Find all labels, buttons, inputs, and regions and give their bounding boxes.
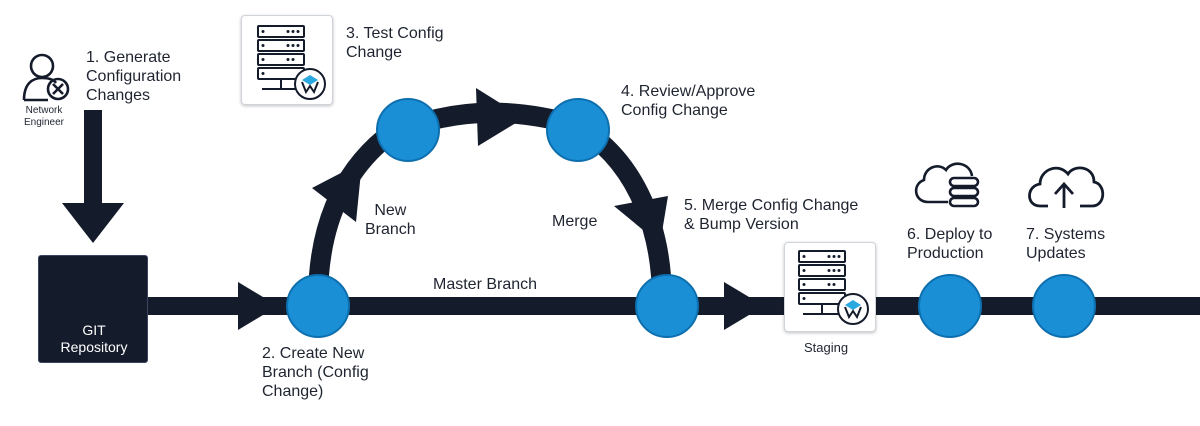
node-merge	[635, 274, 699, 338]
engineer-label: Network Engineer	[23, 105, 65, 128]
git-repository-label: GIT Repository	[60, 322, 128, 355]
master-branch-label: Master Branch	[433, 276, 538, 293]
staging-server-card	[784, 242, 876, 332]
test-server-card	[241, 15, 333, 105]
engineer-icon	[22, 53, 70, 102]
step-2-label: 2. Create New Branch (Config Change)	[262, 345, 369, 400]
staging-label: Staging	[804, 340, 849, 355]
server-icon	[798, 250, 869, 325]
master-arrow-2	[724, 282, 764, 330]
server-icon	[257, 25, 326, 100]
top-arrowhead	[476, 88, 524, 146]
node-systems	[1032, 274, 1096, 338]
badge-logo-icon	[294, 68, 326, 100]
merge-label: Merge	[552, 213, 598, 230]
node-deploy	[918, 274, 982, 338]
new-branch-label: New Branch	[365, 202, 416, 238]
master-arrow-1	[238, 282, 278, 330]
down-arrow-shaft	[84, 110, 102, 206]
badge-logo-icon	[837, 293, 869, 325]
new-branch-arrowhead	[312, 162, 362, 222]
cloud-database-icon	[914, 162, 980, 208]
cloud-upload-icon	[1028, 166, 1105, 208]
merge-arrowhead	[614, 196, 668, 244]
git-repository-box: GIT Repository	[38, 255, 148, 363]
step-7-label: 7. Systems Updates	[1026, 226, 1106, 262]
step-6-label: 6. Deploy to Production	[907, 226, 993, 262]
step-4-label: 4. Review/Approve Config Change	[621, 83, 756, 119]
node-create-branch	[286, 274, 350, 338]
node-review	[546, 98, 610, 162]
down-arrow-head	[62, 203, 124, 243]
step-5-label: 5. Merge Config Change & Bump Version	[684, 197, 859, 233]
step-3-label: 3. Test Config Change	[346, 25, 444, 61]
step-1-label: 1. Generate Configuration Changes	[86, 49, 182, 104]
node-test	[376, 98, 440, 162]
